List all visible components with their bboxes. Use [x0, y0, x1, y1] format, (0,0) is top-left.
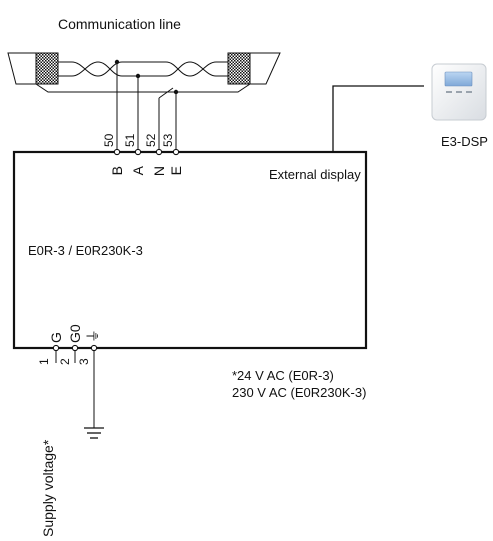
controller-unit-box	[12, 150, 368, 350]
terminal-letter-N: N	[151, 166, 167, 176]
terminal-number-52: 52	[144, 133, 158, 147]
terminal-letter-G: G	[48, 332, 64, 343]
cable-right-icon	[227, 52, 281, 85]
terminal-number-51: 51	[123, 133, 137, 147]
display-device-name: E3-DSP	[441, 134, 488, 149]
comm-terminal-points	[113, 148, 180, 156]
cable-left-icon	[7, 52, 59, 85]
terminal-letter-G0: G0	[67, 324, 83, 343]
terminal-letter-E: E	[168, 166, 184, 175]
supply-voltage-label: Supply voltage*	[40, 439, 56, 536]
terminal-number-1: 1	[37, 358, 51, 365]
ground-icon	[84, 427, 104, 439]
unit-model-name: E0R-3 / E0R230K-3	[28, 243, 143, 258]
external-display-wire	[332, 85, 424, 152]
twisted-pair-wires	[35, 61, 251, 93]
ground-symbol-in-box: ⏚	[85, 329, 101, 343]
terminal-number-2: 2	[58, 358, 72, 365]
supply-terminal-points	[52, 344, 98, 352]
terminal-letter-A: A	[130, 165, 146, 175]
terminal-number-3: 3	[77, 358, 91, 365]
note-line-2: 230 V AC (E0R230K-3)	[232, 385, 366, 400]
external-display-label: External display	[269, 167, 361, 182]
supply-wires	[55, 351, 95, 428]
communication-line-title: Communication line	[58, 16, 181, 32]
terminal-letter-B: B	[109, 166, 125, 175]
note-line-1: *24 V AC (E0R-3)	[232, 368, 334, 383]
thermostat-display-icon	[431, 63, 487, 121]
comm-terminal-wires	[114, 59, 179, 152]
terminal-number-53: 53	[161, 133, 175, 147]
terminal-number-50: 50	[102, 133, 116, 147]
